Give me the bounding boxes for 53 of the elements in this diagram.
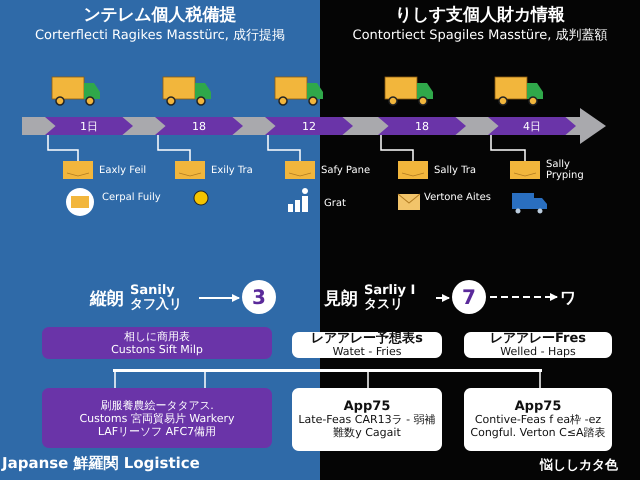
- leader-line: [380, 135, 414, 161]
- note-text: Sally Tra: [434, 164, 478, 176]
- process-box: [42, 388, 272, 448]
- subtitle: Corterflecti Ragikes Masstürc, 成行提掲: [34, 28, 286, 43]
- box-text: Contive-Feas f ea枠 -ez Congful. Verton C≤A踏表: [470, 413, 606, 439]
- note-text: Sally Pryping: [546, 159, 585, 181]
- leader-line: [267, 135, 301, 161]
- bus-bar: [113, 369, 542, 372]
- leader-line: [490, 135, 526, 161]
- connector-line: [204, 372, 206, 388]
- box-text: Watet - Fries: [332, 345, 402, 358]
- box-heading: 刷服養農絵ータタアス.: [100, 398, 214, 412]
- connector-line: [367, 372, 369, 388]
- note-text: Safy Pane: [321, 164, 371, 176]
- step-circle: 3: [242, 280, 276, 314]
- arrow: [490, 293, 558, 301]
- process-box: [292, 388, 442, 451]
- box-heading: App75: [344, 400, 390, 413]
- title: りしす支個人財カ情報: [394, 6, 566, 25]
- step-circle: 7: [452, 280, 486, 314]
- title: ンテレム個人税備提: [82, 6, 238, 25]
- step-text: ワ: [560, 287, 580, 309]
- footer-text: 悩ししカタ色: [540, 458, 619, 473]
- box-text: LAFリーソフ AFC7備用: [98, 424, 216, 438]
- box-heading: 相しに商用表: [124, 330, 190, 343]
- box-text: Customs 宮両貿易片 Warkery: [79, 412, 235, 424]
- arrow: [199, 294, 240, 302]
- icon-caption: Vertone Aites: [424, 192, 492, 204]
- footer-text: Japanse 鮮羅関 Logistice: [2, 455, 201, 472]
- subtitle: Contortiect Spagiles Masstüre, 成判蓋額: [352, 28, 608, 43]
- step-heading: 縦朗: [90, 288, 124, 310]
- note-text: Eaxly Feil: [99, 164, 148, 176]
- connector-line: [539, 372, 541, 388]
- box-heading: App75: [514, 400, 562, 413]
- note-text: Exily Tra: [211, 164, 254, 176]
- arrow: [436, 294, 450, 302]
- box-text: Welled - Haps: [500, 345, 576, 358]
- process-box: [42, 327, 272, 359]
- icon-caption: Cerpal Fuily: [102, 192, 162, 204]
- step-text: Sarliy Iタスリ: [364, 284, 416, 312]
- step-text: Sanily タフ入リ: [130, 284, 183, 312]
- step-heading: 見朗: [324, 288, 358, 310]
- process-box: [464, 388, 612, 451]
- box-heading: レアアレーFres: [490, 332, 586, 345]
- box-heading: レアアレー予想表s: [311, 332, 423, 345]
- connector-line: [114, 372, 116, 388]
- box-text: Custons Sift Milp: [111, 343, 203, 356]
- leader-line: [157, 135, 191, 161]
- box-text: Late-Feas CAR13ラ - 弱補難数y Cagait: [298, 413, 436, 439]
- leader-line: [47, 135, 79, 161]
- icon-caption: Grat: [324, 198, 347, 210]
- process-box: [292, 332, 442, 358]
- process-box: [464, 332, 612, 358]
